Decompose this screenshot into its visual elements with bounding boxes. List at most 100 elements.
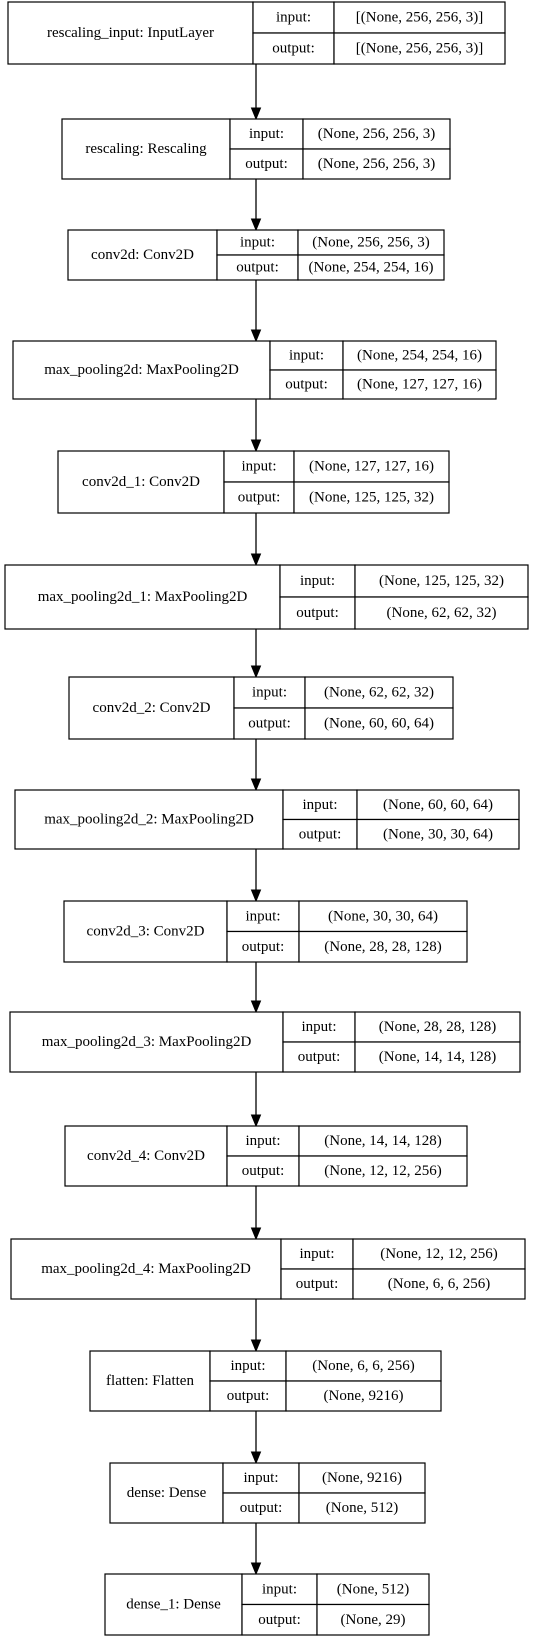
input-label: input: [301, 1019, 336, 1035]
layer-name-cell [14, 789, 284, 850]
layer-name-cell [68, 676, 235, 740]
input-label: input: [245, 1133, 280, 1149]
layer-node: max_pooling2d: MaxPooling2Dinput:output:… [12, 340, 497, 400]
input-shape-cell [352, 1238, 526, 1270]
layer-node: max_pooling2d_2: MaxPooling2D input: outpu… [14, 789, 520, 850]
input-label-cell [269, 340, 344, 371]
layer-name: rescaling: Rescaling [85, 141, 207, 157]
arrow-head-icon [250, 107, 262, 121]
output-shape: (None, 125, 125, 32) [309, 490, 434, 506]
output-shape: (None, 12, 12, 256) [324, 1163, 441, 1179]
output-shape: (None, 14, 14, 128) [379, 1049, 496, 1065]
layer-node: max_pooling2d_1: MaxPooling2Dinput:outpu… [4, 564, 529, 630]
input-label: input: [289, 348, 324, 364]
input-shape: (None, 512) [337, 1581, 409, 1597]
output-shape-cell [298, 1492, 426, 1524]
arrow-head-icon [250, 1451, 262, 1465]
layer-name: dense: Dense [127, 1485, 207, 1501]
output-label-cell [269, 369, 344, 400]
input-label-cell [223, 450, 295, 483]
layer-name: max_pooling2d_3: MaxPooling2D [42, 1034, 252, 1050]
output-shape-cell [354, 1041, 521, 1073]
input-shape: (None, 14, 14, 128) [324, 1133, 441, 1149]
flow-arrow [250, 1186, 262, 1241]
output-label-cell [241, 1603, 318, 1636]
output-shape: (None, 6, 6, 256) [388, 1276, 490, 1292]
arrow-head-icon [250, 665, 262, 679]
output-label: output: [296, 1276, 339, 1292]
flow-arrow [250, 1411, 262, 1465]
input-shape: (None, 256, 256, 3) [318, 126, 435, 142]
layer-name: max_pooling2d_2: MaxPooling2D [44, 812, 254, 828]
output-shape: (None, 29) [341, 1612, 406, 1628]
input-shape-cell [316, 1573, 430, 1606]
arrow-head-icon [250, 1339, 262, 1353]
input-label: input: [299, 1246, 334, 1262]
layer-node: rescaling_input: InputLayerinput:output:… [7, 1, 506, 65]
layer-name: conv2d: Conv2D [91, 247, 194, 263]
flow-arrow [250, 849, 262, 903]
output-label: output: [236, 260, 279, 276]
arrow-head-icon [250, 218, 262, 232]
input-shape: (None, 9216) [322, 1470, 402, 1486]
input-shape-cell [293, 450, 450, 483]
layer-name-cell [67, 229, 218, 281]
output-label: output: [238, 490, 281, 506]
layer-name: conv2d_3: Conv2D [87, 924, 205, 940]
input-label-cell [252, 1, 335, 34]
input-label: input: [245, 908, 280, 924]
input-shape: (None, 60, 60, 64) [383, 797, 493, 813]
layer-name: flatten: Flatten [106, 1373, 194, 1389]
input-label-cell [279, 564, 356, 598]
input-label: input: [302, 797, 337, 813]
input-shape-cell [298, 1125, 468, 1157]
output-shape-cell [333, 32, 506, 65]
flow-arrow [250, 739, 262, 792]
input-label-cell [241, 1573, 318, 1606]
input-shape-cell [297, 229, 445, 256]
output-label: output: [272, 41, 315, 57]
input-label-cell [282, 1011, 356, 1043]
output-label: output: [298, 1049, 341, 1065]
input-label: input: [300, 573, 335, 589]
input-shape-cell [285, 1350, 442, 1382]
output-shape-cell [298, 1155, 468, 1187]
input-label-cell [280, 1238, 354, 1270]
output-shape: (None, 30, 30, 64) [383, 826, 493, 842]
output-shape-cell [342, 369, 497, 400]
input-label: input: [241, 459, 276, 475]
input-label-cell [222, 1462, 300, 1494]
output-shape: (None, 512) [326, 1500, 398, 1516]
output-label: output: [240, 1500, 283, 1516]
layer-name: dense_1: Dense [126, 1597, 221, 1613]
input-shape: (None, 256, 256, 3) [312, 235, 429, 251]
output-shape: (None, 9216) [324, 1388, 404, 1404]
input-shape-cell [356, 789, 520, 821]
input-label-cell [216, 229, 299, 256]
input-label: input: [230, 1358, 265, 1374]
output-shape: [(None, 256, 256, 3)] [356, 41, 483, 57]
output-label: output: [296, 605, 339, 621]
layer-name-cell [109, 1462, 224, 1524]
layer-name-cell [7, 1, 254, 65]
input-label: input: [249, 126, 284, 142]
output-label-cell [280, 1268, 354, 1300]
layer-name-cell [63, 900, 228, 963]
input-shape: (None, 254, 254, 16) [357, 348, 482, 364]
output-label: output: [285, 377, 328, 393]
output-shape: (None, 127, 127, 16) [357, 377, 482, 393]
input-label: input: [243, 1470, 278, 1486]
input-shape: (None, 6, 6, 256) [312, 1358, 414, 1374]
output-shape-cell [354, 596, 529, 630]
output-label: output: [299, 826, 342, 842]
layer-name: max_pooling2d_4: MaxPooling2D [41, 1261, 251, 1277]
output-shape-cell [352, 1268, 526, 1300]
output-shape-cell [316, 1603, 430, 1636]
input-label: input: [276, 10, 311, 26]
flow-arrow [250, 64, 262, 121]
layer-node: dense: Dense input: output: (None, 9216) (No… [109, 1462, 426, 1524]
output-shape: (None, 256, 256, 3) [318, 156, 435, 172]
